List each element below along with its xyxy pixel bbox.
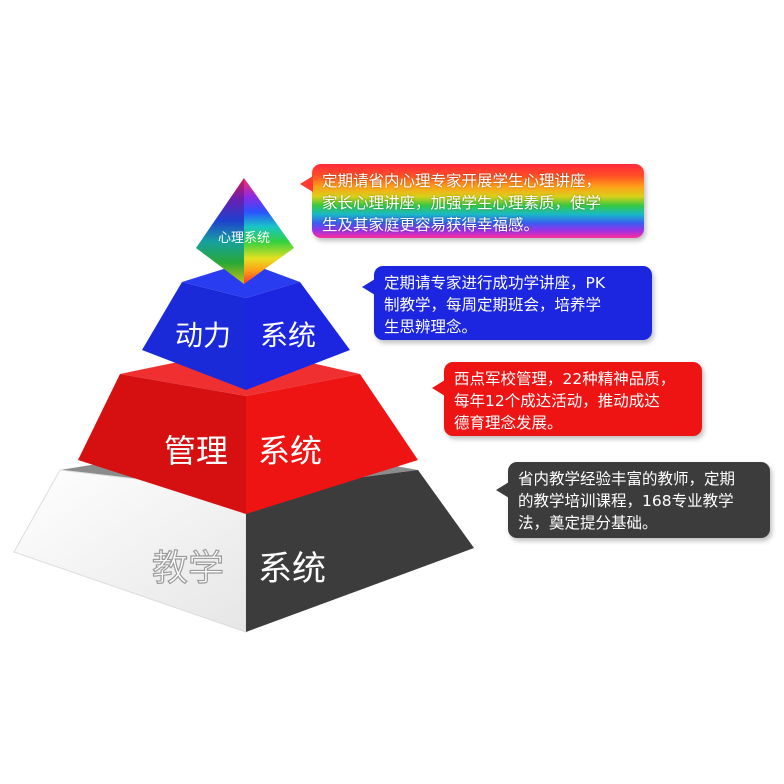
callout-psychology-text: 定期请省内心理专家开展学生心理讲座， 家长心理讲座，加强学生心理素质，使学 生及… xyxy=(322,172,602,234)
callout-motivation: 定期请专家进行成功学讲座，PK 制教学，每周定期班会，培养学 生思辨理念。 xyxy=(362,266,652,340)
level-3-label-left: 管理 xyxy=(164,432,228,470)
callout-teaching: 省内教学经验丰富的教师，定期 的教学培训课程，168专业教学 法，奠定提分基础。 xyxy=(496,462,770,538)
callout-psychology: 定期请省内心理专家开展学生心理讲座， 家长心理讲座，加强学生心理素质，使学 生及… xyxy=(300,164,644,238)
level-4-label-left: 教学 xyxy=(152,548,224,589)
level-1-label: 心理系统 xyxy=(218,231,270,246)
level-1-left-face xyxy=(196,178,244,284)
callout-teaching-text: 省内教学经验丰富的教师，定期 的教学培训课程，168专业教学 法，奠定提分基础。 xyxy=(518,470,736,532)
callout-management: 西点军校管理，22种精神品质， 每年12个成达活动，推动成达 德育理念发展。 xyxy=(432,362,702,436)
level-2-left-face xyxy=(142,282,246,390)
level-4-teaching: 教学 系统 xyxy=(13,440,474,633)
level-3-right-face xyxy=(246,374,418,514)
level-2-label-right: 系统 xyxy=(260,319,316,352)
callout-motivation-text: 定期请专家进行成功学讲座，PK 制教学，每周定期班会，培养学 生思辨理念。 xyxy=(384,274,606,336)
level-3-left-face xyxy=(78,374,246,514)
level-2-label-left: 动力 xyxy=(175,319,231,352)
level-3-label-right: 系统 xyxy=(258,432,322,470)
level-2-motivation: 动力 系统 xyxy=(142,262,350,390)
callout-management-text: 西点军校管理，22种精神品质， 每年12个成达活动，推动成达 德育理念发展。 xyxy=(454,370,676,432)
level-1-psychology: 心理系统 xyxy=(196,178,294,284)
level-4-right-face xyxy=(246,470,474,632)
level-2-right-face xyxy=(246,282,350,390)
level-1-right-face xyxy=(244,178,294,284)
level-4-label-right: 系统 xyxy=(258,549,326,589)
